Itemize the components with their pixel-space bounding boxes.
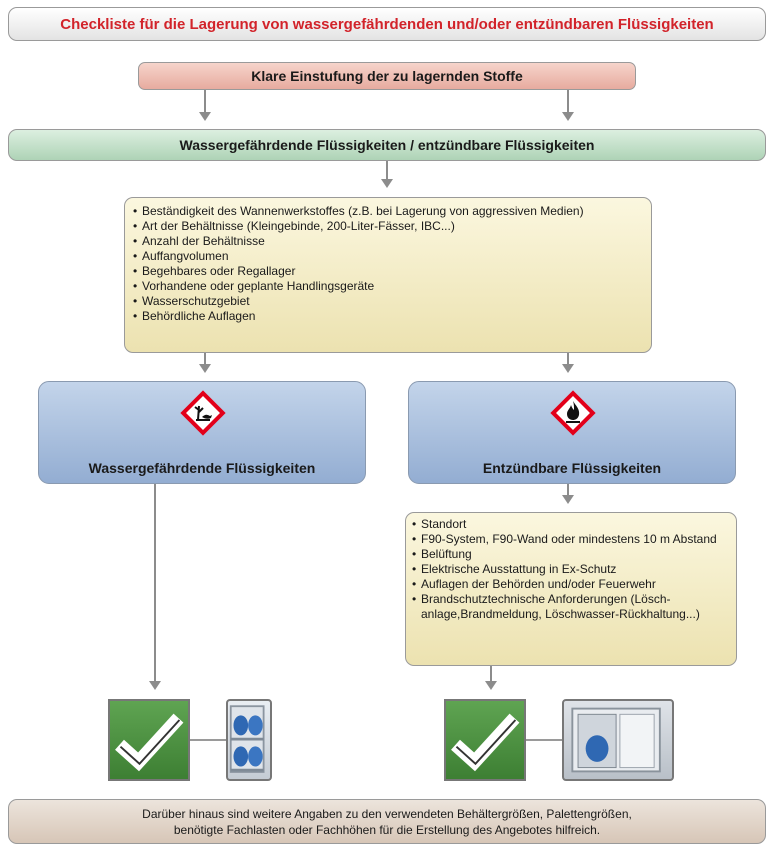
list-item: Standort — [412, 517, 730, 532]
connector-line — [490, 666, 492, 682]
storage-container-image — [562, 699, 674, 781]
list-item: Beständigkeit des Wannenwerkstoffes (z.B… — [133, 204, 643, 219]
connector-line — [204, 353, 206, 365]
footer-note: Darüber hinaus sind weitere Angaben zu d… — [8, 799, 766, 844]
fire-requirements-checklist: StandortF90-System, F90-Wand oder mindes… — [405, 512, 737, 666]
criteria-checklist: Beständigkeit des Wannenwerkstoffes (z.B… — [124, 197, 652, 353]
arrow-head — [199, 112, 211, 121]
shelf-product-image — [226, 699, 272, 781]
list-item: Art der Behältnisse (Kleingebinde, 200-L… — [133, 219, 643, 234]
footer-line-2: benötigte Fachlasten oder Fachhöhen für … — [173, 822, 601, 837]
connector-line — [204, 90, 206, 113]
connector-line — [567, 353, 569, 365]
list-item: Elektrische Ausstattung in Ex-Schutz — [412, 562, 730, 577]
flammable-label: Entzündbare Flüssigkeiten — [482, 460, 662, 476]
footer-line-1: Darüber hinaus sind weitere Angaben zu d… — [142, 806, 632, 821]
arrow-head — [562, 112, 574, 121]
list-item: Begehbares oder Regallager — [133, 264, 643, 279]
arrow-head — [149, 681, 161, 690]
list-item: Brandschutztechnische Anforderungen (Lös… — [412, 592, 730, 622]
fire-requirements-list: StandortF90-System, F90-Wand oder mindes… — [412, 517, 730, 622]
arrow-head — [485, 681, 497, 690]
water-hazard-label: Wassergefährdende Flüssigkeiten — [88, 460, 316, 476]
arrow-head — [562, 495, 574, 504]
connector-line — [190, 739, 226, 741]
list-item: Anzahl der Behältnisse — [133, 234, 643, 249]
list-item: Belüftung — [412, 547, 730, 562]
arrow-head — [381, 179, 393, 188]
water-hazard-box: Wassergefährdende Flüssigkeiten — [38, 381, 366, 484]
connector-line — [567, 484, 569, 496]
list-item: Wasserschutzgebiet — [133, 294, 643, 309]
diagram-title: Checkliste für die Lagerung von wasserge… — [8, 7, 766, 41]
checkmark-icon — [108, 699, 190, 781]
connector-line — [154, 484, 156, 682]
checkmark-icon — [444, 699, 526, 781]
connector-line — [526, 739, 562, 741]
list-item: Auflagen der Behörden und/oder Feuerwehr — [412, 577, 730, 592]
connector-line — [567, 90, 569, 113]
flammable-box: Entzündbare Flüssigkeiten — [408, 381, 736, 484]
arrow-head — [562, 364, 574, 373]
list-item: F90-System, F90-Wand oder mindestens 10 … — [412, 532, 730, 547]
list-item: Auffangvolumen — [133, 249, 643, 264]
criteria-list: Beständigkeit des Wannenwerkstoffes (z.B… — [133, 204, 643, 324]
environment-hazard-icon — [180, 390, 226, 436]
flame-hazard-icon — [550, 390, 596, 436]
connector-line — [386, 161, 388, 180]
liquid-types-box: Wassergefährdende Flüssigkeiten / entzün… — [8, 129, 766, 161]
list-item: Behördliche Auflagen — [133, 309, 643, 324]
classification-box: Klare Einstufung der zu lagernden Stoffe — [138, 62, 636, 90]
arrow-head — [199, 364, 211, 373]
list-item: Vorhandene oder geplante Handlingsgeräte — [133, 279, 643, 294]
